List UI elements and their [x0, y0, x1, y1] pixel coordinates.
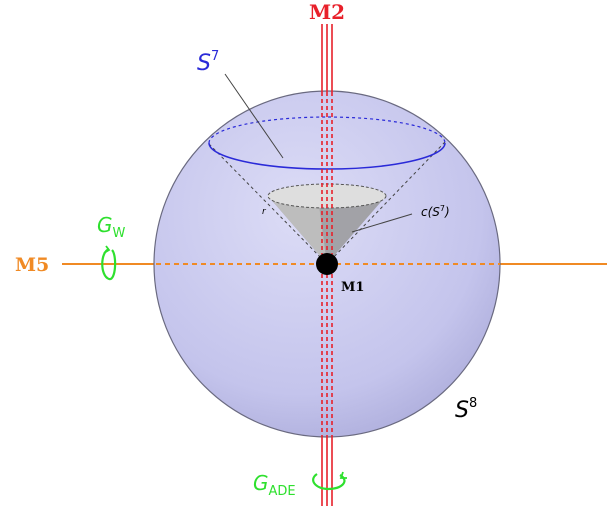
s8-label: S8 — [455, 396, 477, 423]
m1-point — [316, 253, 338, 275]
s7-ellipse-back — [208, 116, 446, 144]
m1-label: M1 — [341, 280, 364, 295]
gw-rotation-arrow-icon — [101, 245, 117, 281]
s7-pointer — [224, 73, 284, 159]
m2-label: M2 — [309, 0, 345, 24]
cone-label: c(S7) — [421, 204, 450, 219]
s7-ellipse-front — [208, 142, 446, 170]
s7-label: S7 — [197, 49, 219, 76]
r-label: r — [262, 207, 267, 217]
m2-lines-bottom — [321, 437, 333, 506]
gade-label: GADE — [253, 471, 296, 499]
gade-rotation-arrow-icon — [312, 471, 347, 491]
cone-pointer — [351, 213, 413, 233]
small-cone-left-side — [268, 196, 327, 264]
m5-label: M5 — [15, 254, 49, 276]
cone-edge-left — [208, 143, 328, 265]
gw-label: GW — [97, 213, 126, 241]
m2-lines-top — [321, 24, 333, 92]
m2-lines-inside — [321, 92, 333, 437]
cone-edge-right — [326, 141, 446, 265]
